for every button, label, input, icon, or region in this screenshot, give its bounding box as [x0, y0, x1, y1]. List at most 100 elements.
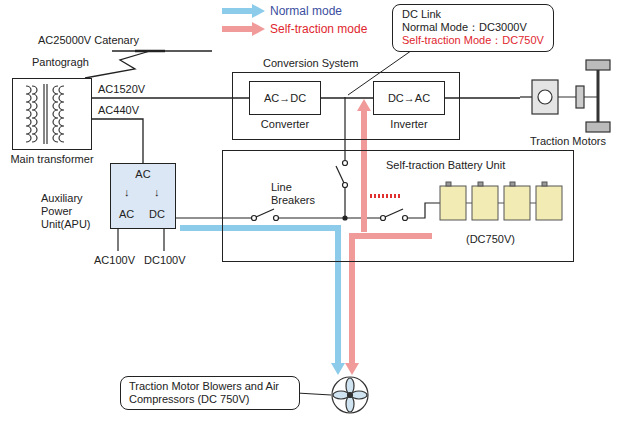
node-text: Normal Mode：DC3000V: [402, 21, 544, 34]
transformer-windings: [53, 86, 58, 142]
node-text: Main transformer: [9, 153, 95, 166]
transformer-windings: [26, 86, 31, 142]
line-breaker-symbol: [343, 161, 348, 166]
legend-arrow: [222, 26, 253, 32]
power-flow-arrow: [361, 110, 367, 232]
wire: [408, 203, 440, 218]
legend-arrow: [252, 4, 265, 18]
node-text: Traction Motor Blowers and Air Compresso…: [129, 380, 291, 406]
blocked-mark: [370, 194, 402, 198]
battery-cells: [498, 203, 504, 204]
line-breaker-symbol: [336, 166, 344, 183]
wire-connector: [92, 119, 143, 163]
battery-cells: [504, 186, 530, 220]
voltage-label: AC1520V: [97, 83, 146, 96]
traction-motor-picture: [597, 66, 600, 128]
power-flow-arrow: [180, 228, 338, 364]
system-frame: Conversion SystemAC→DCConverterDC→ACInve…: [232, 72, 460, 140]
line-breaker-symbol: [403, 216, 408, 221]
fan-symbol: [332, 377, 368, 413]
battery-cells: [542, 182, 547, 186]
battery-cells: [536, 186, 562, 220]
wire-connector: [321, 97, 373, 98]
power-flow-arrow: [357, 99, 371, 111]
traction-motor: Traction Motors: [520, 60, 616, 148]
voltage-label: AC440V: [97, 104, 140, 117]
traction-motor-picture: [586, 60, 610, 70]
line-breaker-symbol: [343, 216, 347, 220]
power-flow-arrow: [180, 99, 432, 375]
line-breaker-symbol: [385, 209, 403, 217]
fan-symbol: [348, 393, 353, 398]
traction-motor-picture: [532, 80, 558, 114]
battery-cells: [440, 182, 562, 220]
node-text: Inverter: [362, 118, 456, 131]
annotation-label: AC100V: [94, 254, 135, 267]
node-text: ↓: [154, 186, 160, 199]
line-breaker-symbol: [274, 216, 279, 221]
callout-box: DC LinkNormal Mode：DC3000VSelf-traction …: [392, 4, 554, 52]
apu-box: Auxiliary Power Unit(APU)AC↓↓ACDC: [110, 163, 176, 229]
line-breaker-symbol: [252, 216, 257, 221]
power-flow-arrow: [331, 363, 345, 375]
fan-symbol: [346, 378, 354, 394]
legend-arrow: [222, 8, 253, 14]
node-text: AC: [111, 168, 175, 181]
line-breaker-symbol: [252, 161, 408, 221]
wire: [176, 217, 251, 218]
line-breaker-symbol: [256, 209, 274, 217]
wire: [520, 96, 532, 97]
catenary-pantograph: [85, 51, 150, 78]
transformer-box: Main transformer: [12, 78, 92, 150]
power-flow-arrow: [345, 363, 359, 375]
catenary-pantograph: [112, 50, 212, 51]
annotation-label: DC100V: [144, 254, 186, 267]
node-text: DC: [149, 208, 165, 221]
line-breaker-symbol: [343, 183, 348, 188]
transformer-windings: [43, 84, 44, 144]
wire: [344, 188, 345, 218]
wire: [117, 229, 118, 251]
transformer-windings: [26, 84, 64, 144]
legend-text: Self-traction mode: [270, 22, 367, 36]
annotation-label: Pantogragh: [32, 56, 89, 69]
battery-unit-frame: Self-traction Battery UnitLine Breakers (…: [222, 150, 574, 262]
node-text: Self-traction Mode：DC750V: [402, 34, 544, 47]
converter-box: AC→DCConverter: [249, 81, 321, 115]
node-text: ↓: [124, 186, 130, 199]
node-text: AC→DC: [250, 92, 320, 105]
node-text: DC Link: [402, 8, 544, 21]
node-text: Traction Motors: [516, 135, 620, 148]
node-text: AC: [119, 208, 134, 221]
callout-box: Traction Motor Blowers and Air Compresso…: [120, 376, 300, 410]
wire-connector: [92, 97, 249, 98]
battery-cells: [446, 182, 451, 186]
node-text: (DC750V): [466, 233, 515, 246]
wire: [163, 229, 164, 251]
inverter-box: DC→ACInverter: [373, 81, 445, 115]
battery-cells: [510, 182, 515, 186]
node-text: Line Breakers: [271, 181, 333, 207]
wire-connector: [445, 97, 520, 98]
battery-cells: [472, 186, 498, 220]
node-text: Auxiliary Power Unit(APU): [41, 192, 105, 232]
fan-symbol: [332, 377, 368, 413]
traction-motor-picture: [586, 122, 610, 132]
battery-cells: [478, 182, 483, 186]
battery-cells: [530, 203, 536, 204]
blocked-mark: [370, 196, 402, 197]
leader-line: [300, 393, 331, 395]
power-flow-arrow: [352, 236, 432, 364]
node-text: Converter: [238, 118, 332, 131]
catenary-pantograph: [135, 50, 165, 53]
legend-arrow: [252, 22, 265, 36]
node-text: Self-traction Battery Unit: [386, 159, 505, 172]
battery-cells: [466, 203, 472, 204]
node-text: Conversion System: [263, 57, 358, 70]
annotation-label: AC25000V Catenary: [38, 34, 139, 47]
battery-cells: [440, 186, 466, 220]
node-text: DC→AC: [374, 92, 444, 105]
transformer-windings: [59, 86, 64, 142]
transformer-windings: [46, 84, 47, 144]
